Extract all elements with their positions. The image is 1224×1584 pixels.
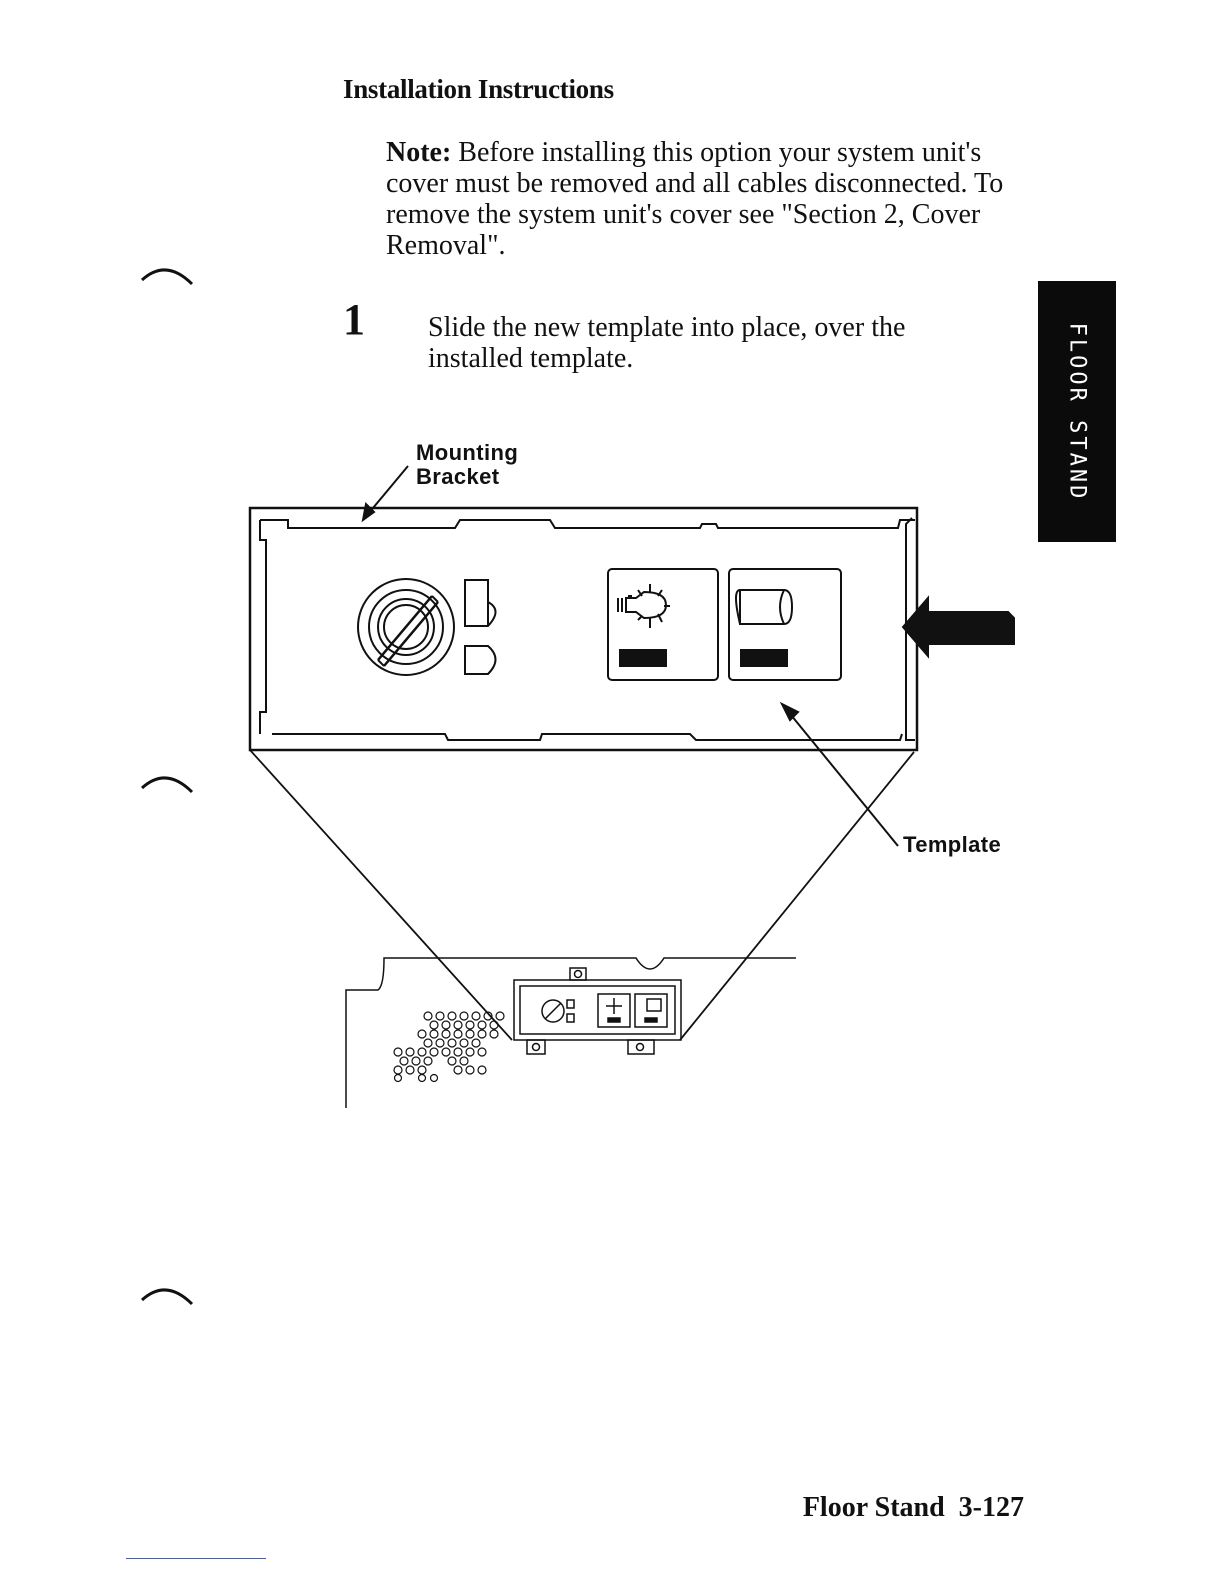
template-callout: Template	[903, 832, 1002, 857]
system-unit-front	[345, 957, 796, 1108]
section-side-tab: FLOOR STAND	[1038, 281, 1116, 542]
projection-line-right	[679, 751, 915, 1041]
binder-hole-mark-middle	[140, 776, 194, 794]
disk-activity-window	[728, 568, 842, 681]
binder-hole-mark-bottom	[140, 1288, 194, 1306]
template-leader-line	[781, 703, 899, 847]
step-number: 1	[343, 295, 365, 344]
footer-title: Floor Stand	[802, 1492, 945, 1523]
page-footer: Floor Stand 3-127	[803, 1492, 1024, 1524]
binder-hole-mark-top	[140, 268, 194, 286]
bottom-rule	[126, 1558, 266, 1559]
projection-line-left	[249, 749, 513, 1041]
mounting-bracket-panel	[248, 506, 919, 752]
indicator-lamps	[464, 579, 497, 675]
note-text: Before installing this option your syste…	[386, 137, 1004, 261]
power-window	[607, 568, 719, 681]
insertion-arrow	[901, 595, 1013, 659]
callout-line-mounting: Mounting	[416, 440, 519, 465]
step-text: Slide the new template into place, over …	[428, 312, 906, 374]
key-lock-icon	[357, 578, 455, 676]
note-label: Note:	[386, 137, 452, 168]
section-heading: Installation Instructions	[343, 74, 614, 104]
callout-line-bracket: Bracket	[416, 464, 500, 489]
note-paragraph: Note: Before installing this option your…	[386, 137, 1026, 261]
page-number: 3-127	[958, 1492, 1024, 1523]
ventilation-holes	[393, 1011, 505, 1083]
mounting-bracket-callout: Mounting Bracket	[416, 441, 518, 489]
